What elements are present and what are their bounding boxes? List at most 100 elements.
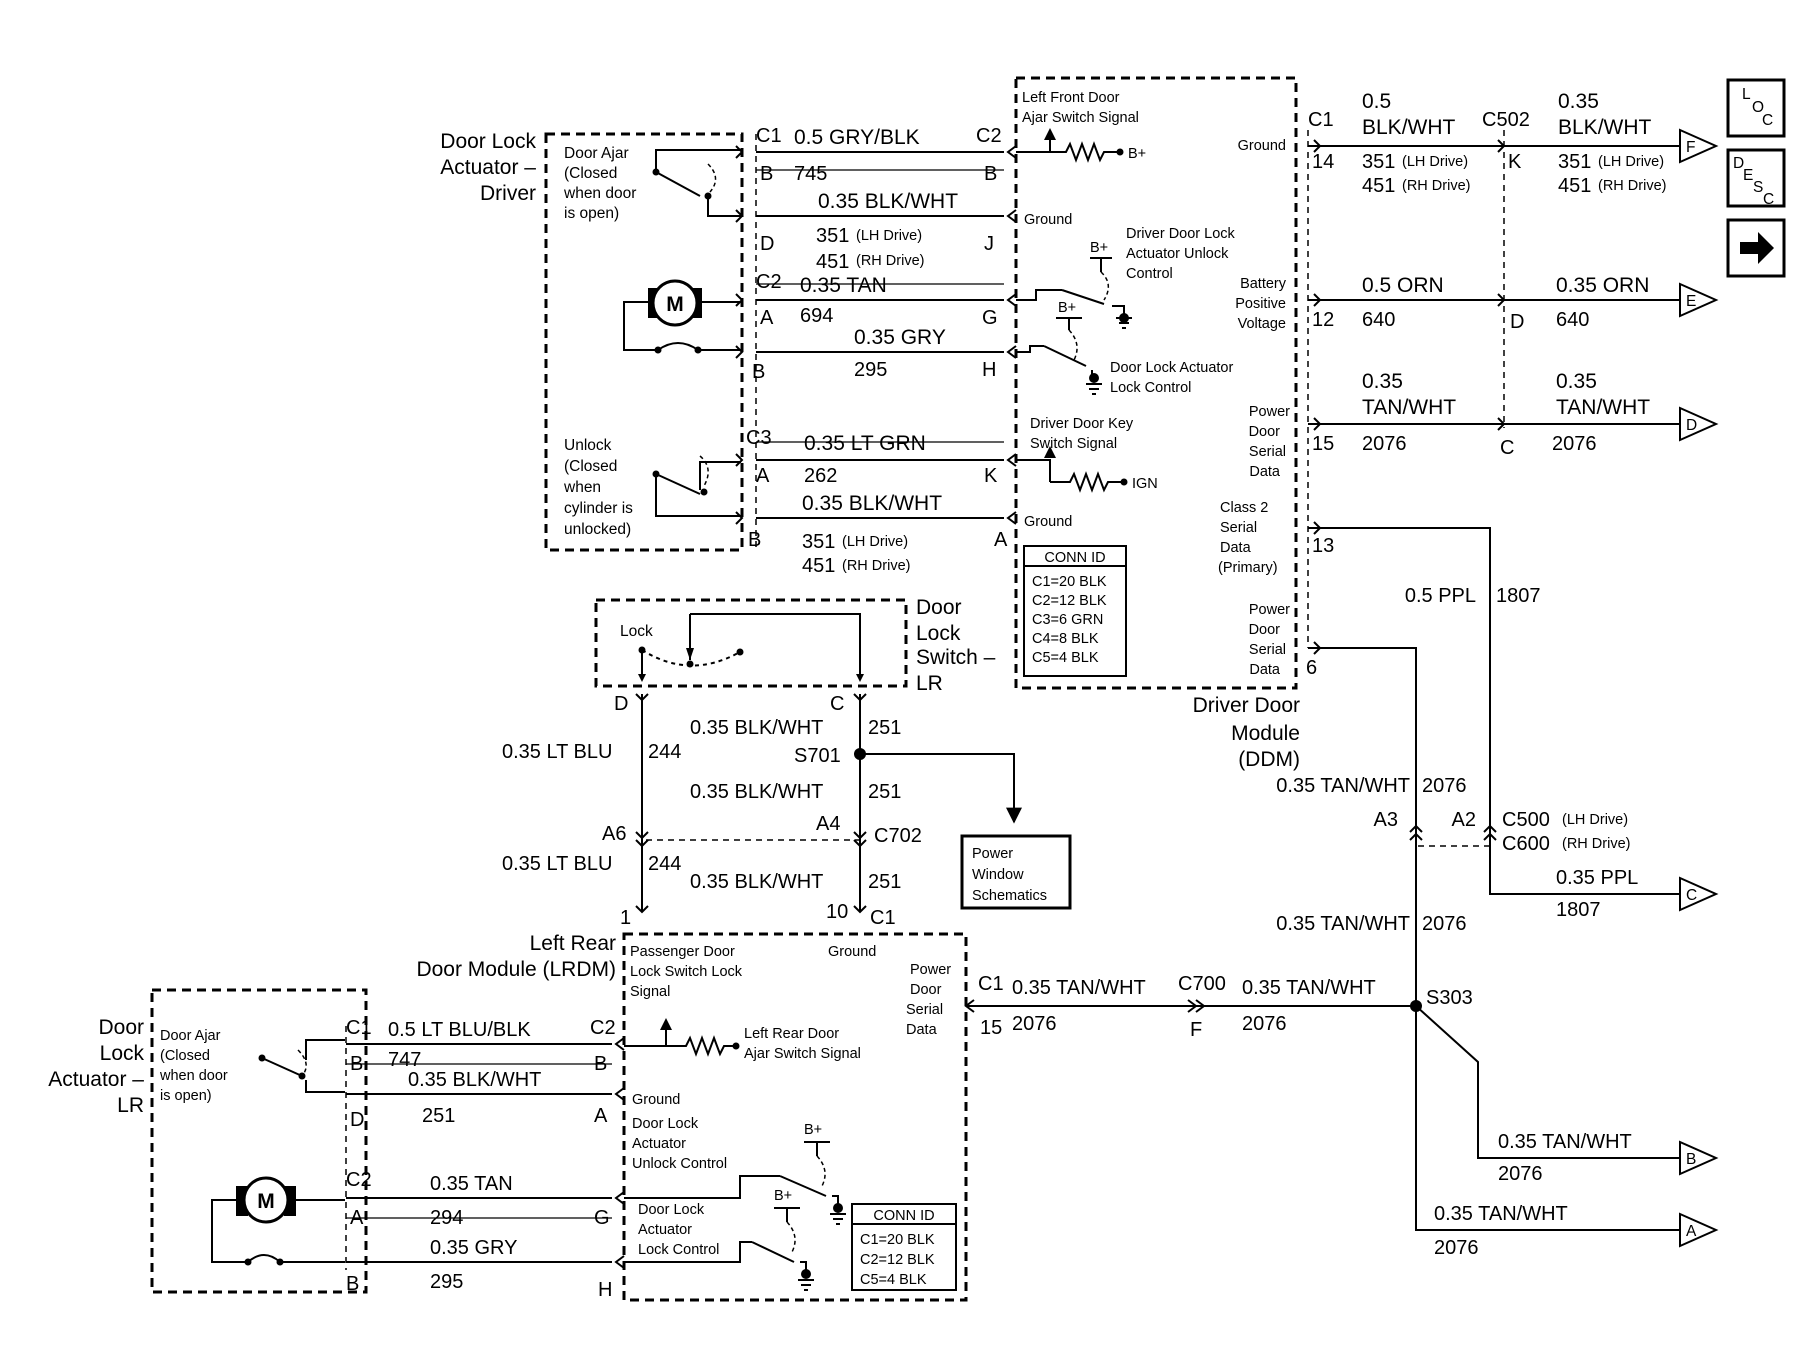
svg-text:Schematics: Schematics [972,888,1047,904]
svg-text:2076: 2076 [1422,913,1467,935]
svg-text:251: 251 [422,1105,455,1127]
svg-text:0.35 PPL: 0.35 PPL [1556,867,1638,889]
svg-text:0.5 PPL: 0.5 PPL [1405,585,1476,607]
svg-text:C700: C700 [1178,973,1226,995]
svg-text:Serial: Serial [1249,642,1286,658]
svg-text:C1: C1 [870,907,896,929]
ajar-switch-driver-label: Door Ajar (Closed when door is open) [563,145,636,222]
svg-text:Lock Switch Lock: Lock Switch Lock [630,964,743,980]
svg-text:H: H [982,359,996,381]
svg-text:0.35 TAN/WHT: 0.35 TAN/WHT [1242,977,1376,999]
svg-text:C2=12 BLK: C2=12 BLK [860,1252,935,1268]
svg-text:Power: Power [1249,404,1290,420]
svg-text:0.35 BLK/WHT: 0.35 BLK/WHT [818,190,958,213]
svg-text:D: D [614,693,628,715]
svg-text:Data: Data [906,1022,938,1038]
svg-text:Ground: Ground [1024,212,1072,228]
desc-button[interactable]: D E S C [1726,148,1786,208]
svg-text:(LH Drive): (LH Drive) [1562,812,1628,828]
svg-text:H: H [598,1279,612,1301]
svg-text:Door: Door [1249,424,1281,440]
svg-text:2076: 2076 [1012,1013,1057,1035]
svg-text:262: 262 [804,465,837,487]
svg-text:0.35 LT BLU: 0.35 LT BLU [502,741,612,763]
svg-text:(Primary): (Primary) [1218,560,1278,576]
svg-text:C5=4 BLK: C5=4 BLK [1032,650,1099,666]
svg-text:when door: when door [563,185,636,202]
svg-text:Ground: Ground [1024,514,1072,530]
svg-text:0.35 TAN/WHT: 0.35 TAN/WHT [1434,1203,1568,1225]
svg-text:Door Lock: Door Lock [632,1116,699,1132]
svg-text:Driver Door: Driver Door [1193,694,1300,717]
svg-text:Class 2: Class 2 [1220,500,1268,516]
svg-text:351: 351 [1558,151,1591,173]
svg-text:0.35 TAN/WHT: 0.35 TAN/WHT [1276,775,1410,797]
svg-text:D: D [350,1109,364,1131]
svg-text:A6: A6 [602,823,626,845]
svg-text:745: 745 [794,163,827,185]
svg-text:0.35 BLK/WHT: 0.35 BLK/WHT [802,492,942,515]
off-page-connectors[interactable] [1679,128,1719,1248]
svg-text:M: M [257,1190,275,1213]
svg-text:(LH Drive): (LH Drive) [1598,154,1664,170]
svg-text:Signal: Signal [630,984,670,1000]
svg-text:S701: S701 [794,745,841,767]
svg-text:Power: Power [1249,602,1290,618]
svg-text:Lock Control: Lock Control [1110,380,1191,396]
svg-text:640: 640 [1556,309,1589,331]
svg-text:Lock: Lock [100,1042,145,1065]
svg-text:251: 251 [868,781,901,803]
svg-text:351: 351 [816,225,849,247]
loc-button[interactable]: L O C [1726,78,1786,138]
power-window-schematics-link[interactable]: Power Window Schematics [960,834,1072,910]
svg-text:0.35 LT GRN: 0.35 LT GRN [804,432,926,455]
svg-text:unlocked): unlocked) [564,521,631,538]
svg-text:15: 15 [980,1017,1002,1039]
svg-text:0.5 LT BLU/BLK: 0.5 LT BLU/BLK [388,1019,531,1041]
svg-text:0.35: 0.35 [1556,370,1597,393]
svg-text:G: G [594,1207,610,1229]
svg-text:LR: LR [916,672,943,695]
svg-text:C: C [830,693,844,715]
svg-text:J: J [984,233,994,255]
svg-text:Data: Data [1220,540,1252,556]
svg-text:when door: when door [159,1068,228,1084]
svg-text:640: 640 [1362,309,1395,331]
svg-text:is open): is open) [564,205,619,222]
svg-text:Door Lock Actuator: Door Lock Actuator [1110,360,1233,376]
svg-text:C3=6 GRN: C3=6 GRN [1032,612,1103,628]
svg-text:0.35 BLK/WHT: 0.35 BLK/WHT [690,717,823,739]
svg-text:Ground: Ground [1238,138,1286,154]
svg-text:B+: B+ [1090,240,1108,256]
svg-text:Voltage: Voltage [1238,316,1286,332]
next-button[interactable] [1726,218,1786,278]
ajar-switch-lr-label: Door Ajar (Closed when door is open) [159,1028,228,1104]
svg-text:Serial: Serial [906,1002,943,1018]
svg-text:BLK/WHT: BLK/WHT [1558,116,1652,139]
svg-text:Driver Door Lock: Driver Door Lock [1126,226,1236,242]
svg-text:C1: C1 [346,1017,372,1039]
dla-driver-internals [623,149,741,517]
ddm-box [1014,76,1298,690]
dla-lr-internals [211,1039,345,1263]
svg-text:A: A [594,1105,608,1127]
svg-text:F: F [1686,139,1695,156]
svg-text:B: B [594,1053,607,1075]
svg-text:C2: C2 [756,271,782,293]
svg-text:A2: A2 [1452,809,1476,831]
dla-lr-title: Door Lock Actuator – LR [48,1016,144,1117]
svg-text:C702: C702 [874,825,922,847]
svg-text:A: A [756,465,770,487]
svg-text:(RH Drive): (RH Drive) [842,558,910,574]
unlock-switch-label: Unlock (Closed when cylinder is unlocked… [563,437,633,538]
svg-text:E: E [1686,293,1696,310]
svg-text:S303: S303 [1426,987,1473,1009]
svg-text:(Closed: (Closed [564,165,617,182]
svg-text:D: D [1686,417,1697,434]
svg-text:0.35 BLK/WHT: 0.35 BLK/WHT [690,871,823,893]
svg-text:2076: 2076 [1422,775,1467,797]
svg-text:B: B [346,1273,359,1295]
svg-text:Serial: Serial [1220,520,1257,536]
svg-text:B: B [760,163,773,185]
